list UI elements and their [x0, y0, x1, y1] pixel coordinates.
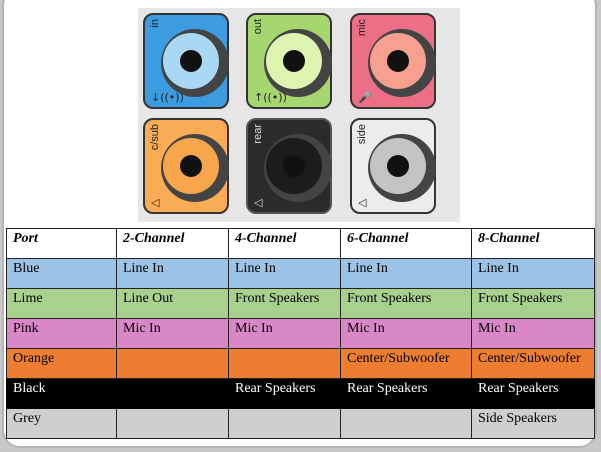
jack-hole — [387, 155, 409, 177]
jack-ring — [370, 33, 426, 89]
channel-cell: Line In — [340, 258, 472, 289]
port-cell: Lime — [6, 288, 117, 319]
channel-cell: Rear Speakers — [471, 378, 595, 409]
port-cell: Orange — [6, 348, 117, 379]
channel-cell: Mic In — [116, 318, 229, 349]
channel-cell: Rear Speakers — [228, 378, 341, 409]
jack-ring — [163, 33, 219, 89]
channel-cell: Mic In — [340, 318, 472, 349]
channel-cell: Center/Subwoofer — [471, 348, 595, 379]
port-cell: Grey — [6, 408, 117, 439]
header-2ch: 2-Channel — [116, 228, 229, 259]
channel-cell — [116, 378, 229, 409]
jack-hole — [180, 155, 202, 177]
audio-wave-icon: ↑((•)) — [254, 91, 287, 104]
audio-jack-panel: in ↓((•)) out ↑((•)) mic 🎤 c/sub ◁ rear ◁ side ◁ — [138, 8, 460, 222]
channel-cell: Center/Subwoofer — [340, 348, 472, 379]
jack-in: in ↓((•)) — [143, 13, 229, 109]
header-4ch: 4-Channel — [228, 228, 341, 259]
jack-label: out — [252, 19, 264, 35]
jack-label: mic — [356, 19, 368, 37]
jack-hole — [283, 155, 305, 177]
jack-ring — [266, 33, 322, 89]
port-cell: Pink — [6, 318, 117, 349]
channel-cell: Line In — [228, 258, 341, 289]
port-cell: Black — [6, 378, 117, 409]
channel-cell: Line In — [116, 258, 229, 289]
channel-cell: Mic In — [471, 318, 595, 349]
jack-hole — [180, 50, 202, 72]
channel-cell — [340, 408, 472, 439]
jack-ring — [266, 138, 322, 194]
jack-mic: mic 🎤 — [350, 13, 436, 109]
header-8ch: 8-Channel — [471, 228, 595, 259]
speaker-icon: ◁ — [254, 196, 263, 209]
audio-wave-icon: ↓((•)) — [151, 91, 184, 104]
speaker-icon: ◁ — [151, 196, 160, 209]
channel-cell — [116, 408, 229, 439]
channel-cell: Side Speakers — [471, 408, 595, 439]
header-port: Port — [6, 228, 117, 259]
port-cell: Blue — [6, 258, 117, 289]
jack-label: side — [356, 124, 368, 145]
channel-cell: Front Speakers — [228, 288, 341, 319]
table-row: Grey Side Speakers — [6, 408, 595, 439]
jack-rear: rear ◁ — [246, 118, 332, 214]
jack-side: side ◁ — [350, 118, 436, 214]
channel-cell: Front Speakers — [340, 288, 472, 319]
jack-ring — [370, 138, 426, 194]
header-6ch: 6-Channel — [340, 228, 472, 259]
jack-out: out ↑((•)) — [246, 13, 332, 109]
speaker-icon: ◁ — [358, 196, 367, 209]
jack-label: c/sub — [149, 124, 161, 151]
jack-hole — [387, 50, 409, 72]
channel-cell — [228, 408, 341, 439]
microphone-icon: 🎤 — [358, 91, 372, 104]
jack-ring — [163, 138, 219, 194]
jack-hole — [283, 50, 305, 72]
channel-cell — [116, 348, 229, 379]
channel-cell: Front Speakers — [471, 288, 595, 319]
channel-cell — [228, 348, 341, 379]
jack-label: rear — [252, 124, 264, 144]
jack-label: in — [149, 19, 161, 28]
channel-table: Port 2-Channel 4-Channel 6-Channel 8-Cha… — [6, 228, 595, 439]
table-header: Port 2-Channel 4-Channel 6-Channel 8-Cha… — [6, 228, 595, 259]
channel-cell: Rear Speakers — [340, 378, 472, 409]
channel-cell: Line Out — [116, 288, 229, 319]
channel-cell: Line In — [471, 258, 595, 289]
channel-cell: Mic In — [228, 318, 341, 349]
jack-c-sub: c/sub ◁ — [143, 118, 229, 214]
